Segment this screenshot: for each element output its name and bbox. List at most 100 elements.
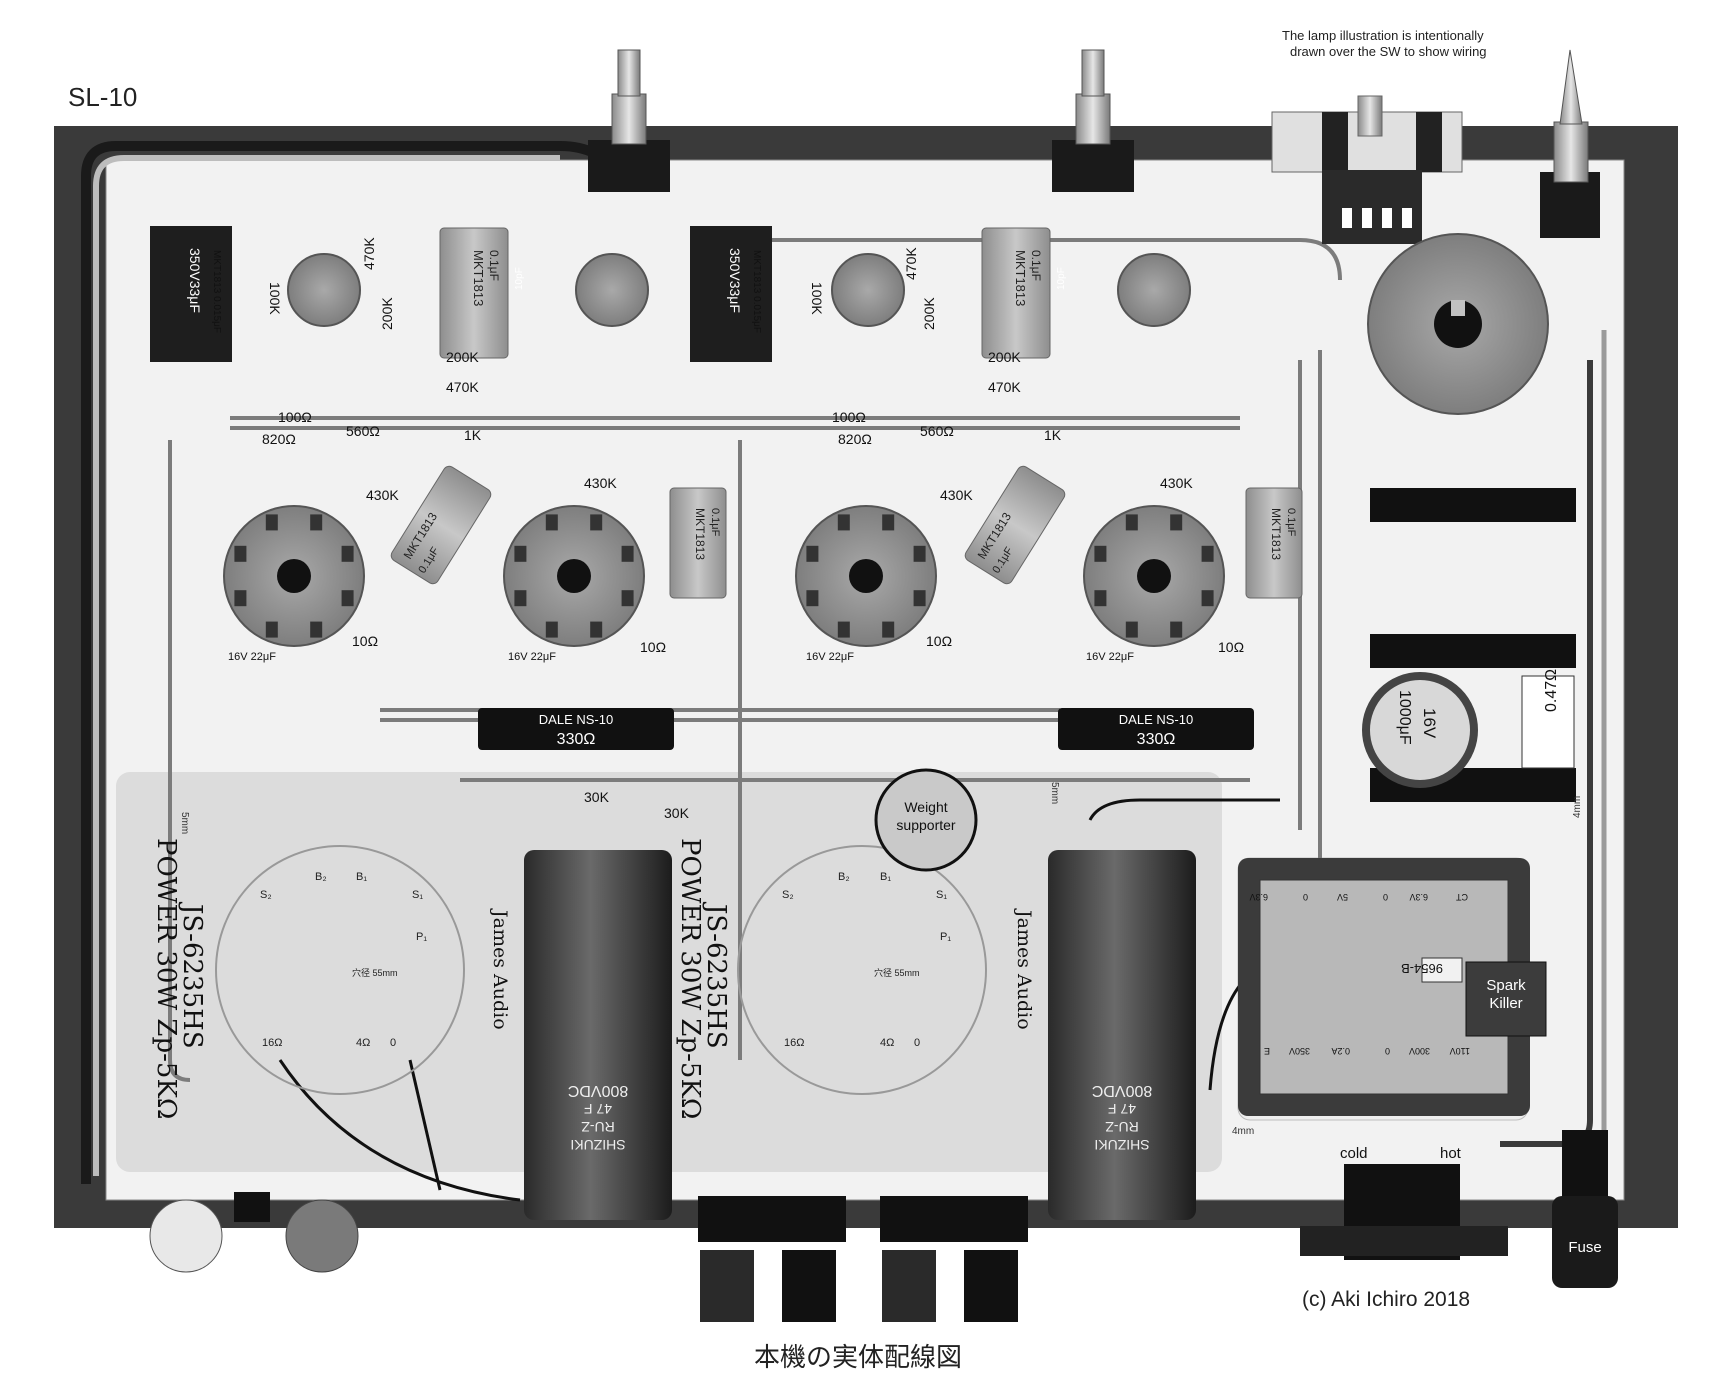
lamp-note: The lamp illustration is intentionally d… [1282,28,1487,59]
transformer-pin: S₂ [260,889,272,901]
filter-capacitor [1362,672,1478,788]
dimension-label: 5mm [179,812,190,834]
socket-pin [1201,590,1214,607]
transformer-pin: B₁ [880,871,891,883]
socket-pin [913,590,926,607]
dimension-label: 4mm [1572,796,1583,818]
resistor-label: 470K [988,379,1021,395]
resistor-label: 560Ω [346,423,380,439]
diagram-caption: 本機の実体配線図 [754,1343,962,1373]
transformer-pin: S₁ [412,889,423,901]
socket-pin [913,545,926,562]
mkt-cap-value: 0.1μF [1029,250,1043,281]
transformer-pin: S₂ [782,889,794,901]
ptrans-tap-label: 110V [1450,1046,1470,1056]
transformer-model: JS-6235HS [177,901,207,1049]
resistor-label: 30K [584,789,610,805]
harness-wire [93,155,560,1176]
transformer-pin: P₁ [416,931,427,943]
spark-killer-label: Spark [1486,977,1526,994]
input-jack-left[interactable] [588,49,670,192]
socket-pin [806,590,819,607]
resistor-label: 30K [664,805,690,821]
resistor-047 [1521,675,1575,769]
socket-pin [234,590,247,607]
speaker-terminal-right[interactable] [880,1196,1028,1322]
input-jack-right[interactable] [1052,49,1134,192]
resistor-label: 430K [940,487,973,503]
dale-label-model: DALE NS-10 [1119,712,1193,727]
transformer-hole: 穴径 55mm [874,967,920,978]
socket-pin [545,514,558,531]
fuse-label: Fuse [1568,1239,1601,1256]
socket-pin [1170,621,1183,638]
input-select-switch[interactable] [1271,95,1463,244]
socket-pin [1094,545,1107,562]
weight-supporter-label: Weight [904,799,947,815]
transformer-spec: POWER 30W Zp-5KΩ [151,838,181,1119]
socket-key-hole [557,559,591,593]
transformer-pin: 4Ω [880,1037,894,1049]
dimension-label: 4mm [1232,1126,1254,1137]
speaker-terminal-left[interactable] [698,1196,846,1322]
hot-label: hot [1440,1145,1462,1162]
film-cap-label: MKT1813 0.015μF [211,250,222,333]
model-title: SL-10 [68,82,137,112]
resistor-label: 470K [361,237,377,270]
resistor-label: 100K [809,282,825,315]
resistor-label: 200K [988,349,1021,365]
socket-pin [341,590,354,607]
ptrans-tap-label: 300V [1409,1046,1430,1056]
transformer-pin: 16Ω [262,1037,282,1049]
rca-input-jacks[interactable] [149,1192,359,1273]
resistor-label: 820Ω [838,431,872,447]
film-cap-label: MKT1813 0.015μF [751,250,762,333]
cold-label: cold [1340,1145,1368,1162]
dimension-label: 5mm [1049,782,1060,804]
ptrans-tap-label: 5V [1337,892,1348,902]
socket-pin [590,621,603,638]
elcap-series: RU-Z [581,1119,615,1135]
mkt-cap-name: MKT1813 [471,250,486,306]
filter-cap-voltage: 16V [1420,708,1439,739]
dale-label-value: 330Ω [557,731,596,748]
transformer-pin: S₁ [936,889,947,901]
power-toggle-switch[interactable] [1540,49,1600,238]
socket-pin [514,590,527,607]
socket-pin [310,621,323,638]
ground-wires [278,798,1291,1202]
socket-pin [1125,514,1138,531]
fuse-holder[interactable] [1552,1130,1618,1288]
socket-key-hole [849,559,883,593]
ptrans-tap-label: 6.3V [1249,892,1268,902]
socket-pin [621,545,634,562]
transformer-spec: POWER 30W Zp-5KΩ [675,838,705,1119]
dale-resistor-right [1058,708,1254,750]
mkt-cap-name: MKT1813 [1013,250,1028,306]
ptrans-tap-label: E [1264,1046,1270,1056]
ptrans-tap-label: 0 [1383,892,1388,902]
elcap-brand: SHIZUKI [1094,1137,1149,1153]
rectifier-tube-socket [1367,233,1549,415]
transformer-pin: B₁ [356,871,367,883]
resistor-label: 10Ω [926,633,952,649]
spark-killer-label: Killer [1489,995,1522,1012]
resistor-label: 10Ω [1218,639,1244,655]
resistor-label: 820Ω [262,431,296,447]
copyright: (c) Aki Ichiro 2018 [1302,1288,1470,1311]
socket-pin [1170,514,1183,531]
ac-inlet[interactable] [1300,1164,1508,1260]
output-transformer-right [737,845,1196,1220]
resistor-label: 1K [1044,427,1062,443]
preamp-tube-socket [1117,253,1191,327]
mkt-cap-value: 0.1μF [487,250,501,281]
resistor-label: 200K [921,297,937,330]
socket-pin [590,514,603,531]
dale-resistor-left [478,708,674,750]
socket-pin [341,545,354,562]
mkt-cap-stage2-right [1245,487,1303,599]
resistor-label: 470K [903,247,919,280]
mkt-cap-stage2-left [669,487,727,599]
cap-10pf-label: 10pF [1056,267,1067,290]
